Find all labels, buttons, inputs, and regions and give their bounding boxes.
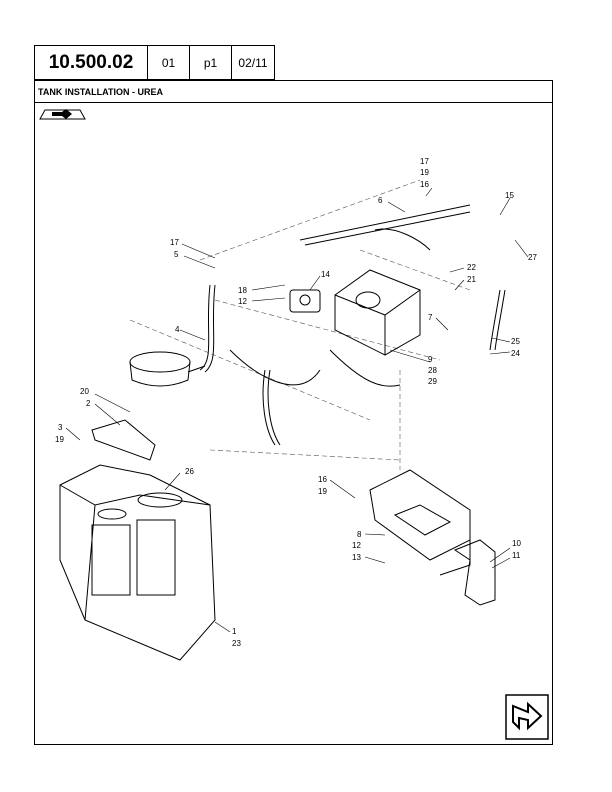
callout-29: 29	[428, 377, 437, 386]
diagram-frame: TANK INSTALLATION - UREA	[34, 80, 553, 745]
page-title: TANK INSTALLATION - UREA	[35, 81, 552, 103]
callout-26: 26	[185, 467, 194, 476]
callout-15: 15	[505, 191, 514, 200]
callout-19: 19	[420, 168, 429, 177]
revision-date: 02/11	[231, 45, 275, 80]
callout-25: 25	[511, 337, 520, 346]
callout-18: 18	[238, 286, 247, 295]
callout-8: 8	[357, 530, 362, 539]
callout-10: 10	[512, 539, 521, 548]
urea-tank	[59, 464, 216, 661]
valve	[289, 289, 321, 313]
callout-23: 23	[232, 639, 241, 648]
callout-6: 6	[378, 196, 383, 205]
callout-12: 12	[238, 297, 247, 306]
callout-13: 13	[352, 553, 361, 562]
callout-22: 22	[467, 263, 476, 272]
callout-12: 12	[352, 541, 361, 550]
callout-2: 2	[86, 399, 91, 408]
page-arrow-icon	[39, 109, 86, 120]
callout-21: 21	[467, 275, 476, 284]
callout-7: 7	[428, 313, 433, 322]
callout-4: 4	[175, 325, 180, 334]
callout-24: 24	[511, 349, 520, 358]
filler-neck	[129, 351, 206, 387]
callout-3: 3	[58, 423, 63, 432]
pump-module	[334, 269, 421, 356]
callout-17: 17	[170, 238, 179, 247]
callout-5: 5	[174, 250, 179, 259]
callout-1: 1	[232, 627, 237, 636]
callout-19: 19	[318, 487, 327, 496]
page-header: 10.500.02 01 p1 02/11	[34, 45, 275, 80]
callout-17: 17	[420, 157, 429, 166]
callout-28: 28	[428, 366, 437, 375]
tank-strap-bracket	[91, 419, 156, 461]
next-page-icon[interactable]	[505, 694, 549, 740]
callout-16: 16	[420, 180, 429, 189]
callout-11: 11	[512, 551, 521, 560]
callout-9: 9	[428, 355, 433, 364]
callout-14: 14	[321, 270, 330, 279]
callout-16: 16	[318, 475, 327, 484]
callout-27: 27	[528, 253, 537, 262]
small-bracket	[453, 539, 496, 606]
mounting-bracket	[369, 469, 471, 576]
callout-19: 19	[55, 435, 64, 444]
callout-labels: 17 19 16 6 15 17 5 27 14 22 21 18 12 4 7…	[55, 157, 537, 648]
callout-20: 20	[80, 387, 89, 396]
